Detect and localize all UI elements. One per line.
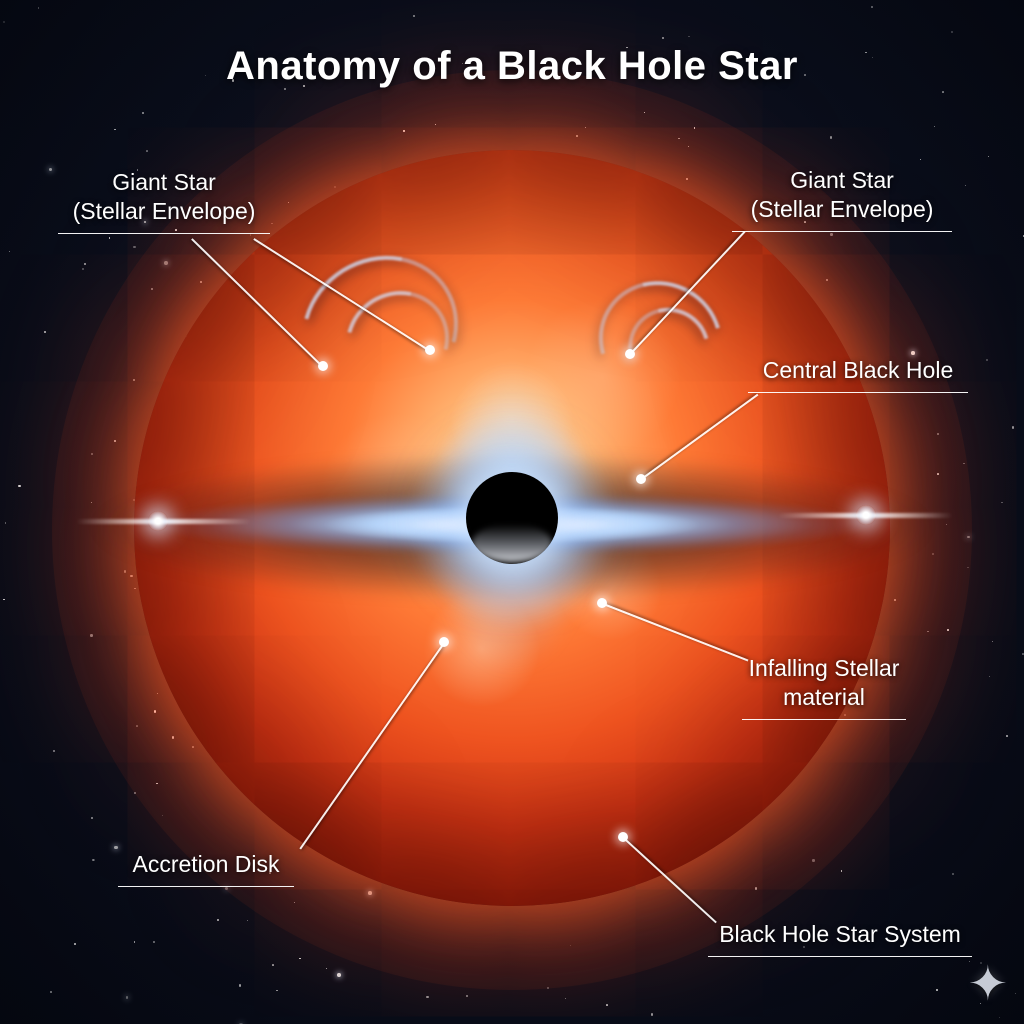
background-star [91, 817, 93, 819]
background-star [239, 984, 241, 986]
label-line-2: material [742, 683, 906, 712]
label-line-2: (Stellar Envelope) [58, 197, 270, 226]
label-giant-star-left: Giant Star (Stellar Envelope) [58, 168, 270, 234]
sparkle-icon: ✦ [968, 956, 1008, 1012]
background-star [217, 919, 219, 921]
callout-dot [318, 361, 328, 371]
background-star [662, 37, 664, 39]
callout-dot [636, 474, 646, 484]
background-star [326, 968, 327, 969]
callout-dot [625, 349, 635, 359]
background-star [9, 251, 10, 252]
background-star [952, 873, 954, 875]
background-star [1006, 735, 1008, 737]
background-star [142, 112, 144, 114]
label-line-2: (Stellar Envelope) [732, 195, 952, 224]
label-central-black-hole: Central Black Hole [748, 356, 968, 393]
background-star [146, 150, 148, 152]
background-star [114, 129, 116, 131]
background-star [1012, 426, 1014, 428]
background-star [1015, 993, 1016, 994]
background-star [134, 941, 136, 943]
background-star [951, 31, 953, 33]
background-star [565, 998, 566, 999]
background-star [606, 1004, 608, 1006]
background-star [841, 870, 842, 871]
background-star [651, 1013, 653, 1015]
background-star [18, 485, 20, 487]
background-star [871, 6, 872, 7]
background-star [109, 237, 111, 239]
background-star [5, 522, 7, 524]
background-star [426, 996, 428, 998]
callout-dot [618, 832, 628, 842]
background-star [466, 995, 468, 997]
label-line-1: Giant Star [732, 166, 952, 195]
label-giant-star-right: Giant Star (Stellar Envelope) [732, 166, 952, 232]
callout-dot [597, 598, 607, 608]
label-line-1: Accretion Disk [118, 850, 294, 879]
background-star [74, 943, 76, 945]
background-star [988, 156, 989, 157]
background-star [989, 676, 990, 677]
background-star [934, 126, 935, 127]
background-star [153, 941, 155, 943]
background-star [82, 268, 84, 270]
label-accretion-disk: Accretion Disk [118, 850, 294, 887]
background-star [936, 989, 937, 990]
background-star [942, 91, 944, 93]
background-star [413, 15, 415, 17]
label-infalling-stellar-material: Infalling Stellar material [742, 654, 906, 720]
black-hole [466, 472, 558, 564]
disk-edge-flare-left [148, 511, 168, 531]
background-star [114, 846, 118, 850]
background-star [93, 859, 94, 860]
black-hole-sheen [472, 524, 553, 563]
label-line-1: Central Black Hole [748, 356, 968, 385]
background-star [992, 641, 993, 642]
background-star [688, 36, 690, 38]
label-line-1: Giant Star [58, 168, 270, 197]
background-star [1001, 502, 1002, 503]
background-star [247, 920, 248, 921]
background-star [44, 331, 46, 333]
background-star [986, 359, 988, 361]
callout-dot [439, 637, 449, 647]
background-star [965, 185, 966, 186]
background-star [272, 964, 274, 966]
background-star [276, 990, 278, 992]
background-star [999, 1017, 1000, 1018]
background-star [53, 750, 55, 752]
diagram-title: Anatomy of a Black Hole Star [0, 44, 1024, 89]
callout-dot [425, 345, 435, 355]
background-star [38, 7, 40, 9]
background-star [49, 168, 52, 171]
label-black-hole-star-system: Black Hole Star System [708, 920, 972, 957]
background-star [920, 159, 921, 160]
background-star [3, 21, 5, 23]
background-star [126, 996, 129, 999]
background-star [84, 263, 86, 265]
background-star [133, 246, 135, 248]
background-star [50, 991, 52, 993]
disk-edge-flare-right [856, 505, 876, 525]
background-star [830, 136, 832, 138]
background-star [337, 973, 341, 977]
label-line-1: Black Hole Star System [708, 920, 972, 949]
background-star [299, 958, 301, 960]
label-line-1: Infalling Stellar [742, 654, 906, 683]
background-star [3, 599, 5, 601]
